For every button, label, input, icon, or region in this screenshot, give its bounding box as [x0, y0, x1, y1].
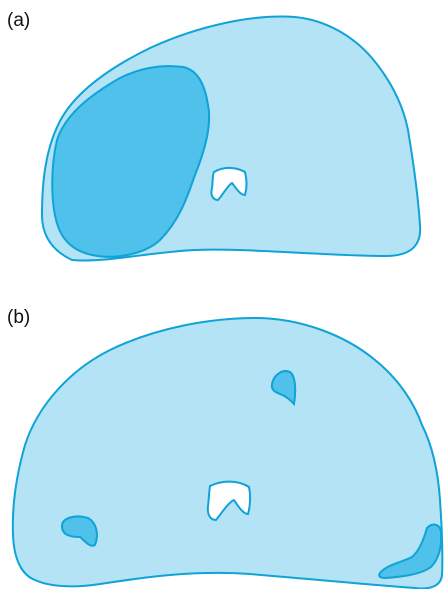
panel-a: [42, 17, 420, 261]
outer-region-b: [13, 318, 443, 588]
panel-b: [13, 318, 443, 588]
